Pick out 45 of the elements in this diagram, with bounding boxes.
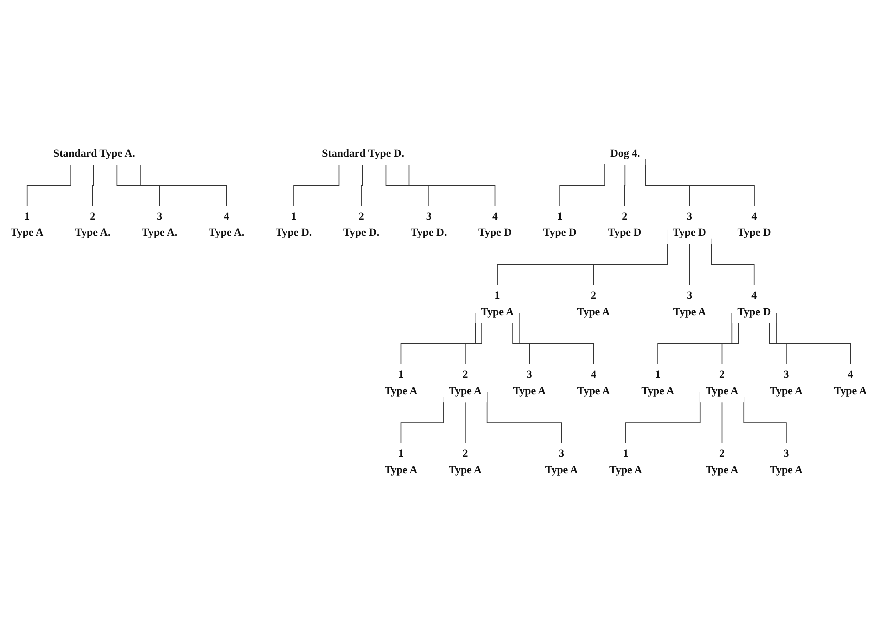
node-text: 1 Type A [384, 370, 418, 398]
connector [92, 165, 94, 208]
connector [722, 324, 740, 366]
connector [560, 164, 606, 208]
node-text: 2 Type A [449, 448, 482, 477]
node-text: 3 Type D. [411, 211, 448, 240]
node-text: 3 Type A. [142, 211, 178, 240]
node-text: 2 Type A [577, 290, 610, 318]
node-text: 3 Type A [545, 448, 578, 477]
node-text: 2 Type D [608, 211, 642, 240]
node-text: 4 Type A. [208, 211, 245, 240]
connector [408, 165, 496, 208]
connector [624, 165, 626, 208]
node-text: 2 Type A [706, 448, 739, 477]
node-text: 1 Type A [610, 448, 642, 477]
node-text: 2 Type A. [75, 211, 111, 240]
node-text: Standard Type D. [322, 148, 405, 160]
node-text: 1 Type D. [276, 211, 312, 240]
node-text: 4 Type D [738, 211, 772, 240]
connector [465, 402, 466, 444]
node-text: 1 Type D [543, 211, 577, 240]
connector [361, 165, 364, 208]
node-text: 3 Type A [770, 448, 803, 477]
connector [386, 165, 430, 208]
node-text: 4 Type D [478, 211, 512, 240]
node-text: 1 Type A [642, 370, 674, 398]
node-text: 4 Type A [834, 370, 868, 398]
connector [512, 324, 530, 366]
node-text: 1 Type A [10, 211, 44, 240]
connector [722, 402, 723, 444]
node-text: 3 Type A [513, 370, 546, 398]
connector [769, 324, 787, 366]
connector [689, 244, 690, 286]
connector [294, 165, 340, 208]
node-text: Dog 4. [610, 148, 640, 160]
connector [140, 165, 228, 208]
connector [465, 324, 482, 366]
node-text: 3 Type A [673, 290, 706, 318]
node-text: Standard Type A. [54, 148, 136, 160]
connector [116, 165, 160, 208]
node-text: 1 Type A [384, 448, 418, 477]
connector [26, 165, 72, 208]
node-text: 4 Type A [577, 370, 610, 398]
node-text: 2 Type D. [343, 211, 380, 240]
node-text: 3 Type A [770, 370, 803, 398]
